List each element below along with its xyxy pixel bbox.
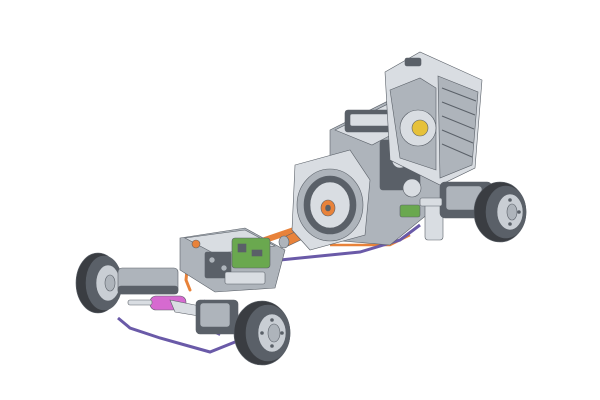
fan-hub [411,119,429,137]
hub-bolt [280,331,284,335]
radiator-core [437,75,479,179]
radiator-fin [441,115,475,130]
universal-joint [278,235,290,249]
radiator-fin [441,129,474,144]
radiator-cap [404,57,422,67]
hub-bolt [508,222,512,226]
control-valve [231,237,271,269]
steering-rod [127,299,153,306]
front-left-wheel [75,252,123,314]
filter [399,204,421,218]
hub-bolt [517,210,521,214]
hub-bolt [260,331,264,335]
flywheel-bore [325,204,331,212]
mounting-bracket [224,271,266,285]
hub-bolt [270,318,274,322]
front-axle-assembly [75,252,291,366]
valve-fitting [220,264,228,272]
radiator-fin [441,101,476,116]
hub-bolt [270,344,274,348]
hub-cap [506,203,518,221]
rear-axle-tube [419,197,443,207]
purple-hydraulic-line [259,223,421,264]
valve-fitting [208,256,216,264]
hub-cap [104,274,116,292]
radiator-fin [441,143,473,158]
control-valve-detail [251,249,263,257]
hose-coupling [191,239,201,249]
control-valve-detail [237,243,247,253]
radiator-fin [441,87,477,102]
valve-block-assembly [179,227,286,293]
hub-bolt [508,198,512,202]
rear-right-wheel [473,181,527,243]
axle-end-cover [199,302,231,328]
rear-axle-assembly [419,181,527,243]
axle-housing-shadow [117,285,179,295]
front-right-wheel [195,299,291,366]
alternator [402,178,422,198]
hub-cap [267,323,281,343]
radiator-assembly [384,51,483,186]
